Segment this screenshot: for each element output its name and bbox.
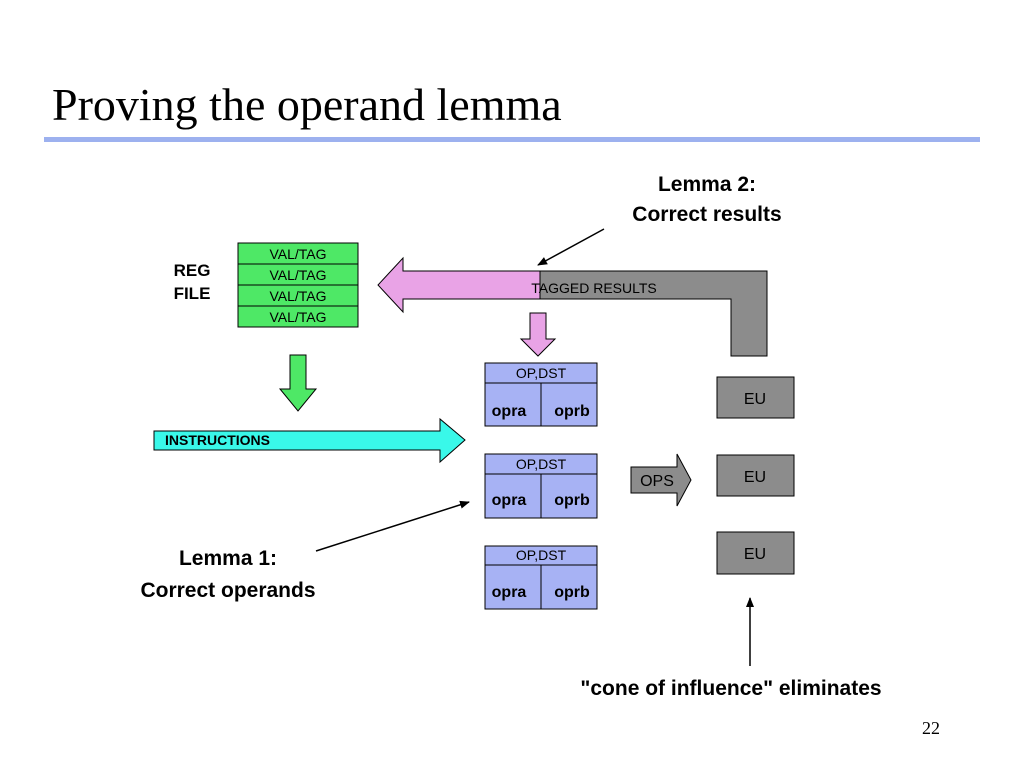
reservation-station: OP,DST opra oprb xyxy=(484,545,598,610)
instructions-label: INSTRUCTIONS xyxy=(165,432,270,448)
reg-row xyxy=(237,305,359,328)
lemma1-title: Lemma 1: xyxy=(179,547,277,570)
lemma1-subtitle: Correct operands xyxy=(140,579,315,602)
rs-operand-b: oprb xyxy=(554,403,590,420)
tagged-results-label: TAGGED RESULTS xyxy=(531,280,657,296)
rs-header: OP,DST xyxy=(516,456,567,472)
rs-operand-a: opra xyxy=(492,492,527,509)
lemma2-subtitle: Correct results xyxy=(632,203,781,226)
reservation-station: OP,DST opra oprb xyxy=(484,453,598,519)
title-divider xyxy=(44,137,980,142)
page-title: Proving the operand lemma xyxy=(52,79,562,130)
execution-unit xyxy=(716,376,795,419)
pink-down-arrow xyxy=(519,312,557,357)
reg-row-label: VAL/TAG xyxy=(269,267,326,283)
rs-operand-b: oprb xyxy=(554,584,590,601)
lemma1-pointer xyxy=(315,500,470,552)
rs-operand-a: opra xyxy=(492,584,527,601)
execution-unit xyxy=(716,531,795,575)
tagged-results-pink-arrow xyxy=(377,256,541,314)
rs-header: OP,DST xyxy=(516,547,567,563)
execution-unit-label: EU xyxy=(744,391,766,408)
reg-row-label: VAL/TAG xyxy=(269,288,326,304)
ops-arrow xyxy=(630,453,692,507)
rs-header: OP,DST xyxy=(516,365,567,381)
execution-unit-label: EU xyxy=(744,546,766,563)
reg-file: VAL/TAG VAL/TAG VAL/TAG VAL/TAG xyxy=(237,242,359,328)
reg-row-label: VAL/TAG xyxy=(269,246,326,262)
ops-label: OPS xyxy=(640,473,674,490)
execution-unit xyxy=(716,454,795,497)
reservation-station: OP,DST opra oprb xyxy=(484,362,598,427)
lemma2-title: Lemma 2: xyxy=(658,173,756,196)
reg-file-label: REG xyxy=(174,261,211,280)
rs-operand-a: opra xyxy=(492,403,527,420)
lemma2-pointer xyxy=(537,228,605,266)
cone-label: "cone of influence" eliminates xyxy=(580,677,881,700)
rs-operand-b: oprb xyxy=(554,492,590,509)
reg-file-label: FILE xyxy=(174,284,211,303)
green-down-arrow xyxy=(278,354,318,412)
reg-row-label: VAL/TAG xyxy=(269,309,326,325)
execution-unit-label: EU xyxy=(744,469,766,486)
instructions-arrow xyxy=(153,417,466,464)
page-number: 22 xyxy=(922,718,940,738)
